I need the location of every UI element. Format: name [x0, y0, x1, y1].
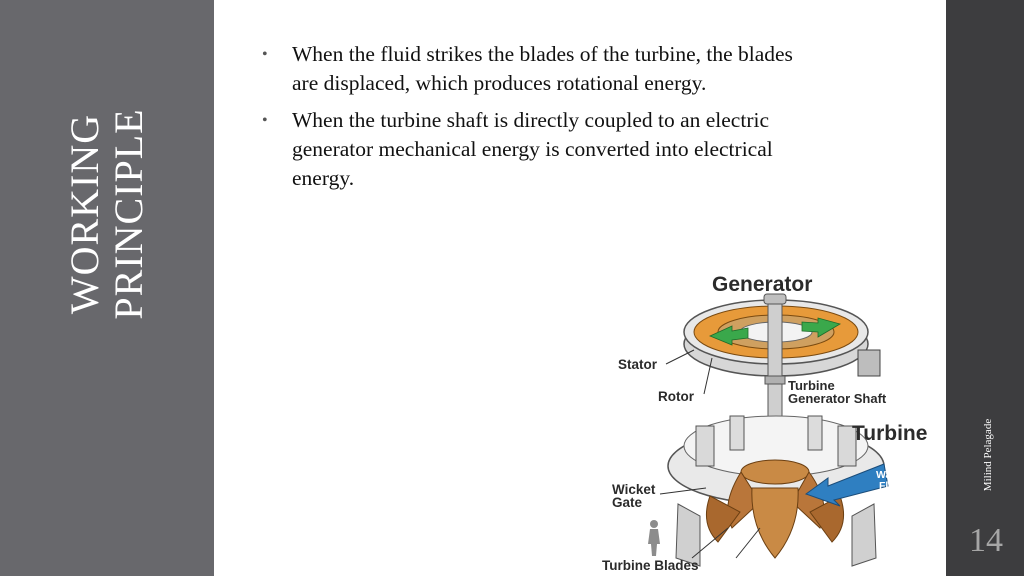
bullet-item: • When the turbine shaft is directly cou…	[262, 106, 822, 193]
water-flow-label-line1: Water	[876, 469, 905, 481]
slide-title-line2: PRINCIPLE	[106, 108, 151, 320]
stator-label: Stator	[618, 357, 658, 372]
turbine-label: Turbine	[852, 422, 927, 445]
slide-title: WORKING PRINCIPLE	[62, 108, 151, 320]
left-sidebar-band	[0, 0, 214, 576]
page-number: 14	[969, 522, 1003, 559]
person-scale-icon	[648, 520, 660, 556]
generator-label: Generator	[712, 273, 812, 296]
wicket-gate-label-line1: Wicket	[612, 482, 656, 497]
shaft-label-line2: Generator Shaft	[788, 391, 887, 406]
wicket-gate-label-line2: Gate	[612, 495, 643, 510]
water-flow-arrow: Water Flow	[804, 463, 905, 507]
water-flow-label-line2: Flow	[879, 480, 904, 492]
bullet-item: • When the fluid strikes the blades of t…	[262, 40, 822, 98]
rotor-label: Rotor	[658, 389, 695, 404]
bullet-icon: •	[262, 46, 268, 63]
bullet-icon: •	[262, 112, 268, 129]
turbine-runner	[705, 459, 845, 559]
author-name: Milind Pelagade	[982, 418, 994, 492]
title-container: WORKING PRINCIPLE	[0, 0, 214, 576]
slide-title-line1: WORKING	[62, 113, 107, 315]
turbine-illustration: Generator Stator Rotor Turbine Generato	[602, 273, 927, 573]
bullet-text: When the fluid strikes the blades of the…	[292, 42, 793, 95]
shaft-label-line1: Turbine	[788, 378, 835, 393]
turbine-blades-label: Turbine Blades	[602, 558, 699, 573]
hydro-turbine-diagram: Generator Stator Rotor Turbine Generato	[600, 266, 946, 576]
bullet-list: • When the fluid strikes the blades of t…	[262, 40, 822, 201]
right-sidebar-band	[946, 0, 1024, 576]
bullet-text: When the turbine shaft is directly coupl…	[292, 108, 773, 190]
